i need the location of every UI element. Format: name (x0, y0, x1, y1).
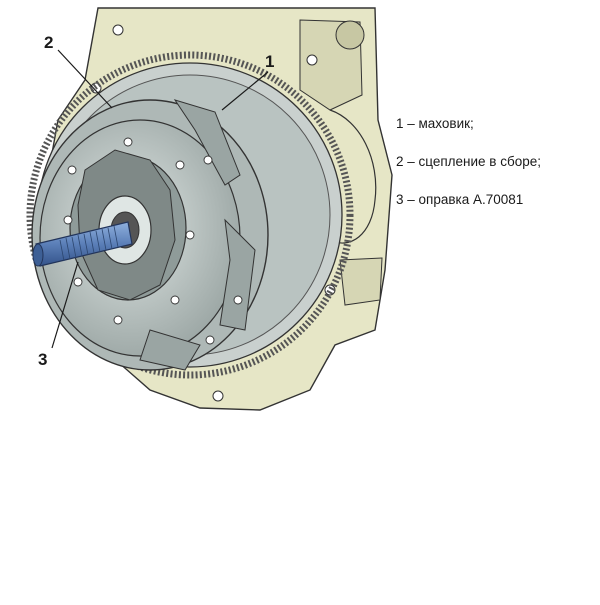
legend-item-flywheel: 1 – маховик; (396, 116, 474, 131)
leader-lines (51, 49, 269, 349)
callout-2: 2 (44, 33, 54, 52)
alignment-mandrel (32, 221, 133, 267)
legend-item-mandrel: 3 – оправка А.70081 (396, 192, 524, 207)
leader-line-2 (57, 49, 113, 109)
callout-3: 3 (38, 350, 48, 369)
legend-item-clutch: 2 – сцепление в сборе; (396, 154, 541, 169)
clutch-assembly (31, 99, 269, 371)
callout-1: 1 (265, 52, 275, 71)
leader-line-3 (51, 261, 79, 349)
leader-line-1 (221, 71, 269, 111)
